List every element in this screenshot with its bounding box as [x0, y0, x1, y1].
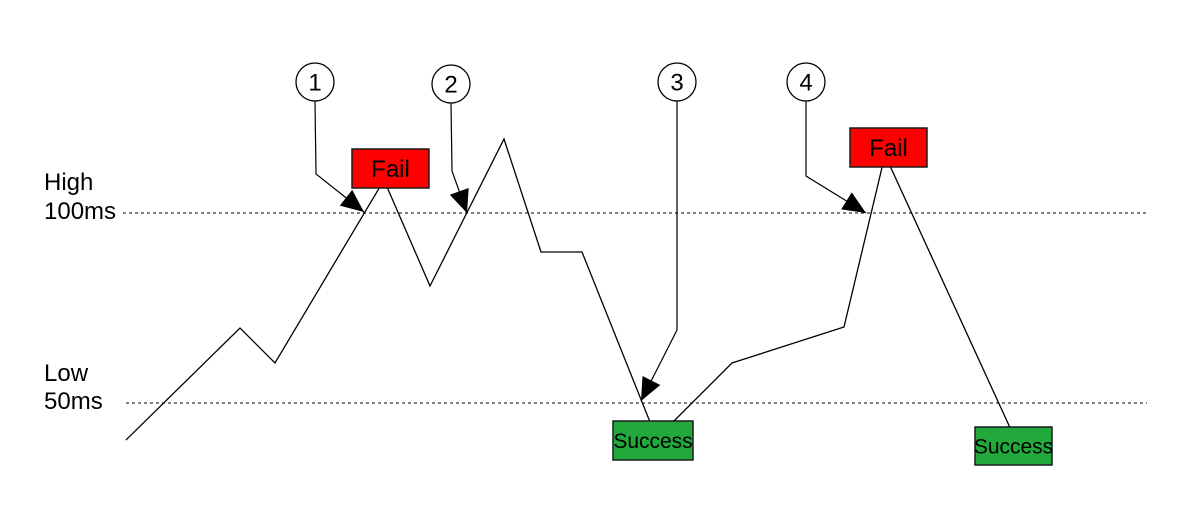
callout-4: 4 [786, 62, 867, 214]
fail-2-box [849, 127, 928, 168]
callout-1-arrowhead-icon [339, 189, 364, 212]
threshold-label-high-line2: 100ms [44, 198, 116, 225]
callout-4-circle [786, 62, 826, 102]
callout-2-arrowhead-icon [449, 188, 469, 213]
latency-trace-line [125, 137, 1013, 441]
callout-3-circle [657, 62, 697, 102]
callout-1-circle [295, 62, 335, 102]
fail-2-label: Fail [869, 135, 908, 162]
latency-trace-layer [125, 137, 1013, 441]
callout-3-arrowhead-icon [641, 376, 661, 401]
success-1-box [612, 420, 694, 461]
callout-1-number: 1 [308, 70, 321, 97]
threshold-label-low-line2: 50ms [44, 388, 103, 415]
callout-4-arrowhead-icon [841, 192, 866, 213]
success-2-label: Success [974, 436, 1053, 459]
fail-1-label: Fail [371, 156, 410, 183]
callouts-layer: 1 2 3 4 [295, 62, 867, 402]
success-2-box [974, 426, 1053, 466]
callout-3-leader-line [640, 101, 678, 402]
callout-2-circle [431, 64, 471, 104]
threshold-label-low-line1: Low [44, 360, 89, 387]
callout-3: 3 [640, 62, 697, 402]
fail-1-box [351, 148, 430, 189]
callout-4-leader-line [805, 101, 867, 214]
callout-2: 2 [431, 64, 471, 214]
callout-1: 1 [295, 62, 365, 213]
success-1-label: Success [613, 430, 692, 453]
callout-4-number: 4 [799, 70, 812, 97]
callout-3-number: 3 [670, 70, 683, 97]
callout-2-number: 2 [444, 72, 457, 99]
threshold-label-high-line1: High [44, 169, 93, 196]
